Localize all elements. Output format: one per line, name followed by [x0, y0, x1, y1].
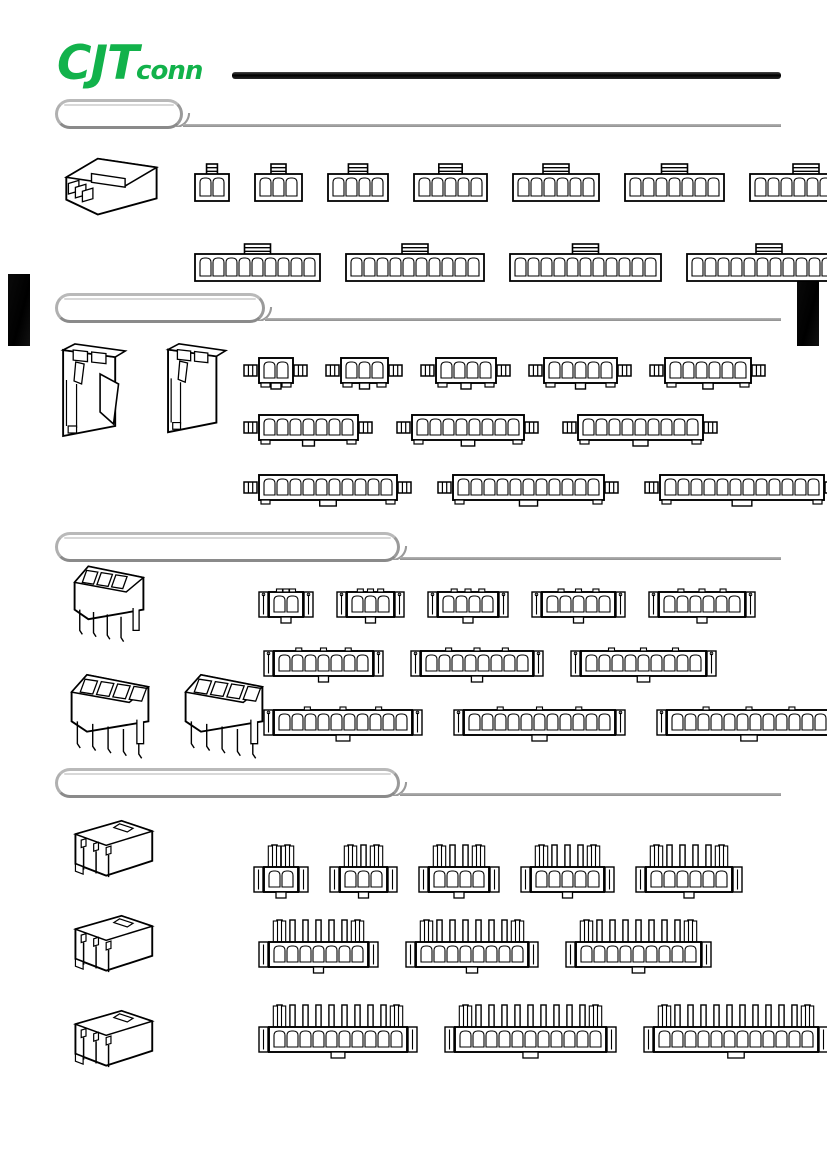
receptacle-9-circuit: [193, 243, 322, 285]
section-4-front-row-1: [253, 843, 743, 899]
receptacle-3-circuit: [253, 163, 304, 205]
receptacle-8-circuit: [748, 163, 827, 205]
dual-receptacle-12-circuit: [644, 472, 827, 507]
section-2-front-row-1: [243, 355, 767, 390]
ra-header-5-circuit: [531, 588, 626, 624]
header-rule: [232, 72, 781, 79]
receptacle-11-circuit: [508, 243, 663, 285]
receptacle-housing-3d-plain: [165, 343, 229, 434]
section-4-front-row-3: [258, 1003, 827, 1059]
section-divider-4: [55, 768, 781, 798]
section-1-front-row-1: [193, 163, 827, 205]
receptacle-5-circuit: [412, 163, 489, 205]
vert-header-3-circuit: [329, 843, 398, 899]
receptacle-6-circuit: [511, 163, 601, 205]
section-divider-3: [55, 532, 781, 562]
section-divider-1: [55, 99, 781, 129]
section-3-front-row-1: [258, 588, 756, 624]
dual-receptacle-5-circuit: [528, 355, 633, 390]
section-rule-3: [400, 557, 781, 560]
section-knee-1: [175, 113, 191, 127]
section-divider-2: [55, 293, 781, 323]
vert-header-4-circuit: [418, 843, 500, 899]
section-knee-3: [392, 546, 408, 560]
section-3-front-row-3: [263, 706, 827, 742]
section-4-front-row-2: [258, 918, 712, 974]
section-3-iso-views: [58, 560, 278, 760]
vert-header-2-circuit: [253, 843, 309, 899]
ra-header-3-circuit: [336, 588, 405, 624]
ra-header-4-circuit: [427, 588, 509, 624]
dual-receptacle-10-circuit: [243, 472, 413, 507]
section-rule-2: [265, 318, 781, 321]
dual-receptacle-7-circuit: [243, 412, 374, 447]
ra-header-9-circuit: [570, 647, 717, 683]
section-3-front-row-2: [263, 647, 717, 683]
left-bleed-tab: [8, 274, 30, 346]
header-vertical-3d-a: [73, 819, 155, 878]
vert-header-12-circuit: [643, 1003, 827, 1059]
dual-receptacle-11-circuit: [437, 472, 620, 507]
section-knee-2: [257, 307, 273, 321]
vert-header-10-circuit: [258, 1003, 418, 1059]
ra-header-2-circuit: [258, 588, 314, 624]
dual-receptacle-6-circuit: [649, 355, 767, 390]
dual-receptacle-8-circuit: [396, 412, 540, 447]
vert-header-6-circuit: [635, 843, 743, 899]
receptacle-7-circuit: [623, 163, 726, 205]
vert-header-9-circuit: [565, 918, 712, 974]
vert-header-11-circuit: [444, 1003, 617, 1059]
section-tab-3: [55, 532, 400, 562]
dual-receptacle-4-circuit: [420, 355, 512, 390]
section-tab-1: [55, 99, 183, 129]
brand-name-sub: conn: [136, 56, 203, 86]
receptacle-2-circuit: [193, 163, 231, 205]
dual-receptacle-2-circuit: [243, 355, 309, 390]
section-knee-4: [392, 782, 408, 796]
ra-header-12-circuit: [656, 706, 827, 742]
receptacle-4-circuit: [326, 163, 390, 205]
ra-header-11-circuit: [453, 706, 626, 742]
brand-logo: CJTconn: [57, 40, 203, 87]
brand-name-main: CJT: [57, 36, 139, 91]
section-1-front-row-2: [193, 243, 827, 285]
section-tab-4: [55, 768, 400, 798]
receptacle-10-circuit: [344, 243, 486, 285]
right-bleed-tab: [797, 274, 819, 346]
header-vertical-3d-b: [73, 914, 155, 973]
section-tab-2: [55, 293, 265, 323]
vert-header-8-circuit: [405, 918, 539, 974]
header-vertical-3d-c: [73, 1009, 155, 1068]
receptacle-12-circuit: [685, 243, 827, 285]
section-2-front-row-2: [243, 412, 719, 447]
receptacle-housing-3d-latched: [60, 343, 128, 438]
section-4-iso-views: [62, 812, 192, 1068]
dual-receptacle-3-circuit: [325, 355, 404, 390]
header-right-angle-3d-small: [73, 565, 146, 642]
ra-header-10-circuit: [263, 706, 423, 742]
receptacle-housing-3d: [63, 157, 159, 216]
dual-receptacle-9-circuit: [562, 412, 719, 447]
section-rule-1: [183, 124, 781, 127]
ra-header-6-circuit: [648, 588, 756, 624]
section-2-iso-views: [48, 340, 232, 440]
section-2-front-row-3: [243, 472, 827, 507]
header-right-angle-3d-a: [70, 673, 151, 759]
ra-header-8-circuit: [410, 647, 544, 683]
section-1-iso-views: [60, 155, 165, 217]
vert-header-5-circuit: [520, 843, 615, 899]
section-rule-4: [400, 793, 781, 796]
header-right-angle-3d-b: [184, 673, 265, 759]
ra-header-7-circuit: [263, 647, 384, 683]
vert-header-7-circuit: [258, 918, 379, 974]
